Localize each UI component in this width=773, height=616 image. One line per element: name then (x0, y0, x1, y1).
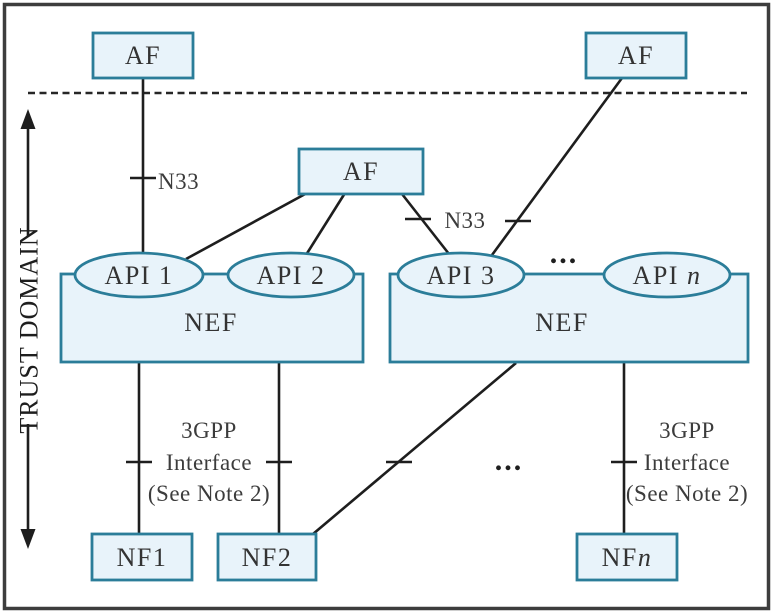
nf1-node: NF1 (90, 532, 194, 582)
api2-label: API 2 (257, 261, 326, 290)
af-top-left-label: AF (125, 41, 161, 70)
gpp-right-line2: Interface (644, 450, 730, 475)
nf-n-label-var: n (638, 543, 653, 572)
api2-ellipse (226, 251, 356, 299)
gpp-interface-label-left: 3GPP Interface (See Note 2) (148, 418, 270, 506)
api3-ellipse (396, 251, 526, 299)
nef-left-label: NEF (184, 308, 238, 337)
link-af-middle-to-api1 (185, 191, 308, 261)
link-af-middle-to-api3 (400, 193, 451, 255)
af-middle-box (297, 147, 425, 196)
n33-left-label: N33 (158, 169, 199, 194)
nf-n-label: NFn (602, 543, 653, 572)
gpp-left-line3: (See Note 2) (148, 481, 270, 506)
api-n-label: API n (633, 261, 702, 290)
trust-domain-arrow: TRUST DOMAIN (13, 109, 45, 549)
link-nef-right-to-nf2 (312, 362, 517, 535)
trust-domain-label-backing (13, 236, 45, 424)
api1-node: API 1 (73, 251, 205, 299)
api-n-label-var: n (687, 261, 702, 290)
gpp-left-line2: Interface (166, 450, 252, 475)
nef-right-label: NEF (535, 308, 589, 337)
nf2-label: NF2 (242, 543, 293, 572)
nf-n-label-prefix: NF (602, 543, 638, 572)
nf1-label: NF1 (117, 543, 168, 572)
af-node-middle: AF (297, 147, 425, 196)
api1-label: API 1 (105, 261, 174, 290)
af-top-right-box (584, 31, 688, 80)
gpp-right-line1: 3GPP (659, 418, 715, 443)
api2-node: API 2 (226, 251, 356, 299)
nf2-box (216, 532, 318, 582)
api-n-node: API n (602, 251, 732, 299)
gpp-interface-label-right: 3GPP Interface (See Note 2) (626, 418, 748, 506)
api-n-ellipse (602, 251, 732, 299)
api3-label: API 3 (427, 261, 496, 290)
api3-node: API 3 (396, 251, 526, 299)
links-ellipsis: ... (495, 444, 524, 477)
nf2-node: NF2 (216, 532, 318, 582)
link-af-top-right-to-api3 (490, 77, 624, 256)
arrow-up-icon (20, 109, 36, 129)
n33-middle-label: N33 (444, 208, 485, 233)
nf-n-node: NFn (575, 532, 679, 582)
gpp-left-line1: 3GPP (181, 418, 237, 443)
apis-ellipsis: ... (550, 237, 579, 270)
nf1-box (90, 532, 194, 582)
arrow-down-icon (20, 529, 36, 549)
af-node-top-right: AF (584, 31, 688, 80)
link-af-middle-to-api2 (304, 192, 347, 256)
af-node-top-left: AF (91, 31, 195, 80)
af-top-right-label: AF (618, 41, 654, 70)
af-top-left-box (91, 31, 195, 80)
af-middle-label: AF (343, 157, 379, 186)
api1-ellipse (73, 251, 205, 299)
trust-domain-label: TRUST DOMAIN (15, 226, 44, 433)
gpp-right-line3: (See Note 2) (626, 481, 748, 506)
nf-n-box (575, 532, 679, 582)
api-n-label-prefix: API (633, 261, 687, 290)
